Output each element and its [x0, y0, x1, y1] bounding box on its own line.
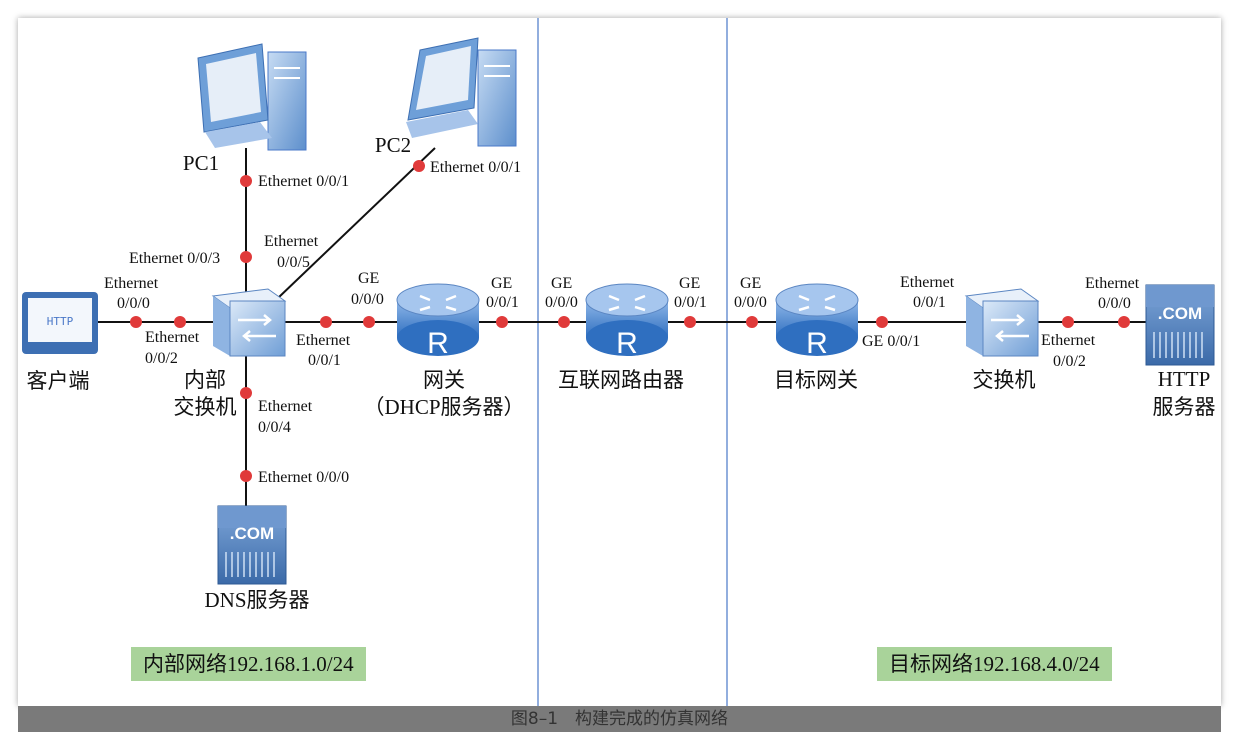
dns-server-label: DNS服务器	[204, 588, 309, 612]
pc2-label: PC2	[375, 133, 411, 157]
target-ge0-label-b: 0/0/0	[734, 294, 767, 311]
gateway-ge0-label-a: GE	[358, 270, 379, 287]
port-dot	[1062, 316, 1074, 328]
device-labels: 客户端 内部 交换机 PC1 PC2 网关 （DHCP服务器） 互联网路由器 目…	[27, 133, 1216, 612]
target-ge1-label: GE 0/0/1	[862, 333, 920, 350]
switch-port2-label-a: Ethernet	[145, 329, 200, 346]
switch-port3-label: Ethernet 0/0/3	[129, 250, 220, 267]
internet-ge0-label-b: 0/0/0	[545, 294, 578, 311]
internet-ge1-label-a: GE	[679, 275, 700, 292]
target-switch-port2-label-a: Ethernet	[1041, 332, 1096, 349]
target-gateway-label: 目标网关	[774, 368, 858, 392]
gateway-ge1-label-a: GE	[491, 275, 512, 292]
internal-switch-label-2: 交换机	[174, 395, 237, 419]
client-label: 客户端	[27, 369, 90, 393]
target-network-label: 目标网络192.168.4.0/24	[877, 647, 1112, 681]
pc2-port-label: Ethernet 0/0/1	[430, 159, 521, 176]
internal-switch-label-1: 内部	[184, 368, 226, 392]
svg-text:R: R	[616, 327, 638, 360]
gateway-router-icon: R	[396, 283, 480, 360]
client-icon: HTTP	[22, 292, 98, 354]
http-server-label-2: 服务器	[1153, 395, 1216, 419]
svg-text:HTTP: HTTP	[47, 315, 74, 328]
switch-port1-label-b: 0/0/1	[308, 352, 341, 369]
internet-router-label: 互联网路由器	[558, 368, 684, 392]
internal-switch-icon	[211, 288, 287, 357]
switch-port2-label-b: 0/0/2	[145, 350, 178, 367]
internet-ge0-label-a: GE	[551, 275, 572, 292]
pc1-port-label: Ethernet 0/0/1	[258, 173, 349, 190]
svg-text:.COM: .COM	[230, 524, 274, 543]
port-dot	[558, 316, 570, 328]
switch-port4-label-a: Ethernet	[258, 398, 313, 415]
port-dot	[130, 316, 142, 328]
internet-router-icon: R	[585, 283, 669, 360]
target-switch-label: 交换机	[973, 368, 1036, 392]
switch-port1-label-a: Ethernet	[296, 332, 351, 349]
svg-text:R: R	[427, 327, 449, 360]
client-port-label-a: Ethernet	[104, 275, 159, 292]
figure-caption: 图8–1 构建完成的仿真网络	[510, 709, 729, 729]
dns-server-icon: .COM	[217, 505, 287, 585]
port-dot	[240, 387, 252, 399]
pc1-icon	[197, 43, 307, 151]
svg-text:R: R	[806, 327, 828, 360]
pc2-icon	[406, 37, 517, 147]
switch-port5-label-b: 0/0/5	[277, 254, 310, 271]
target-switch-port1-label-b: 0/0/1	[913, 294, 946, 311]
port-dot	[413, 160, 425, 172]
http-port-label-b: 0/0/0	[1098, 295, 1131, 312]
target-ge0-label-a: GE	[740, 275, 761, 292]
link-pc2-switch	[277, 147, 436, 299]
port-dot	[240, 175, 252, 187]
port-dot	[876, 316, 888, 328]
dns-port-label: Ethernet 0/0/0	[258, 469, 349, 486]
client-port-label-b: 0/0/0	[117, 295, 150, 312]
gateway-ge1-label-b: 0/0/1	[486, 294, 519, 311]
gateway-label-2: （DHCP服务器）	[363, 395, 524, 419]
target-switch-icon	[964, 288, 1040, 357]
port-labels: Ethernet 0/0/1 Ethernet 0/0/1 Ethernet 0…	[104, 159, 1140, 486]
caption-bar: 图8–1 构建完成的仿真网络	[18, 706, 1221, 732]
internal-network-label: 内部网络192.168.1.0/24	[131, 647, 366, 681]
gateway-label-1: 网关	[423, 368, 465, 392]
port-dot	[174, 316, 186, 328]
port-dot	[320, 316, 332, 328]
http-port-label-a: Ethernet	[1085, 275, 1140, 292]
target-switch-port1-label-a: Ethernet	[900, 274, 955, 291]
port-dot	[684, 316, 696, 328]
http-server-label-1: HTTP	[1158, 367, 1211, 391]
pc1-label: PC1	[183, 151, 219, 175]
port-dot	[240, 470, 252, 482]
switch-port5-label-a: Ethernet	[264, 233, 319, 250]
switch-port4-label-b: 0/0/4	[258, 419, 291, 436]
port-dot	[363, 316, 375, 328]
http-server-icon: .COM	[1145, 284, 1215, 366]
gateway-ge0-label-b: 0/0/0	[351, 291, 384, 308]
port-dot	[240, 251, 252, 263]
svg-text:.COM: .COM	[1158, 304, 1202, 323]
port-dot	[746, 316, 758, 328]
target-gateway-router-icon: R	[775, 283, 859, 360]
port-dots	[130, 160, 1130, 482]
links	[95, 147, 1148, 510]
port-dot	[496, 316, 508, 328]
port-dot	[1118, 316, 1130, 328]
target-switch-port2-label-b: 0/0/2	[1053, 353, 1086, 370]
internet-ge1-label-b: 0/0/1	[674, 294, 707, 311]
